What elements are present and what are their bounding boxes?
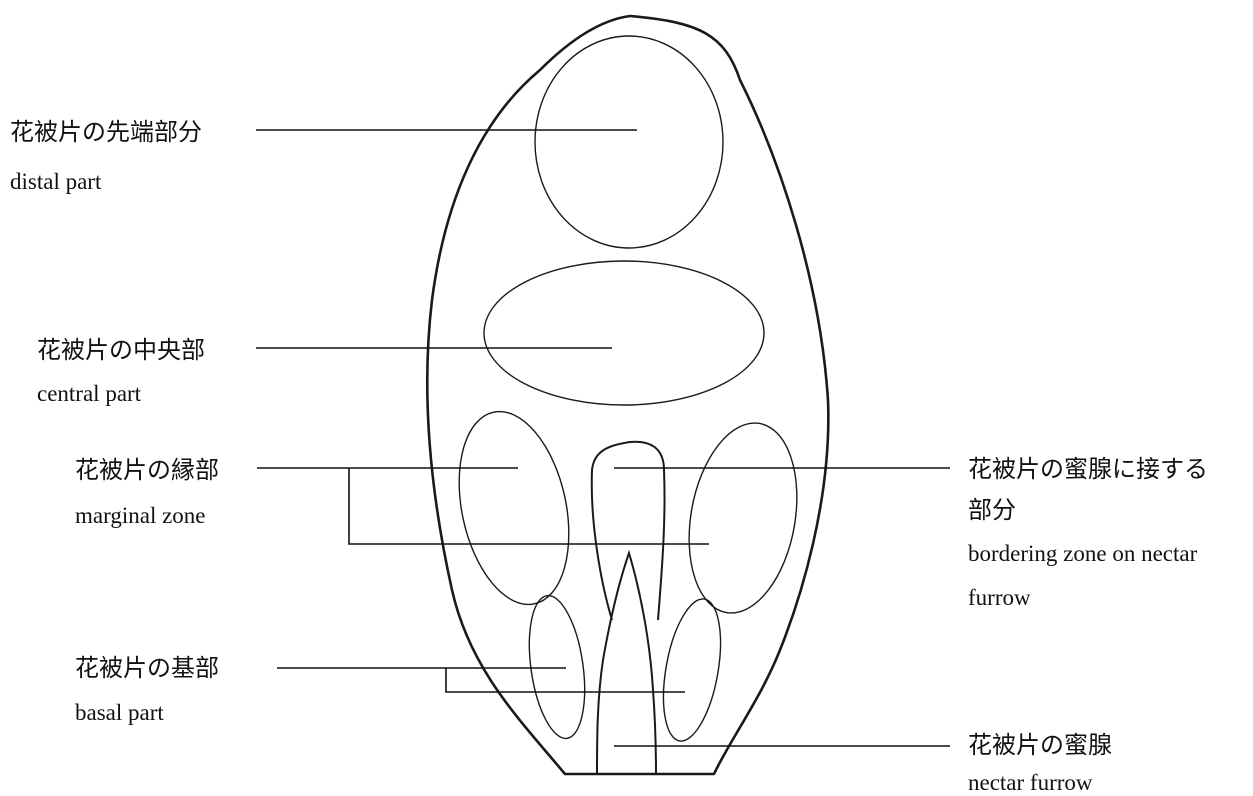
leader-marginal-branch [349,468,709,544]
nectar-label-en: nectar furrow [968,771,1093,795]
marginal-left-region [443,401,585,614]
central-label-ja: 花被片の中央部 [37,335,205,367]
basal-left-region [521,592,593,742]
bordering-label-en-2: furrow [968,582,1031,614]
marginal-label-ja: 花被片の縁部 [75,455,219,487]
central-region [484,261,764,405]
nectar-furrow-region [597,553,656,774]
basal-label-ja: 花被片の基部 [75,653,219,685]
distal-label-ja: 花被片の先端部分 [10,117,202,149]
bordering-label-en-1: bordering zone on nectar [968,538,1197,570]
marginal-label-en: marginal zone [75,500,206,532]
nectar-label-ja: 花被片の蜜腺 [968,730,1112,762]
central-label-en: central part [37,378,141,410]
basal-right-region [654,595,730,746]
leader-basal-branch [446,668,685,692]
marginal-right-region [675,414,811,621]
basal-label-en: basal part [75,697,164,729]
bordering-label-ja-1: 花被片の蜜腺に接する [968,454,1208,486]
distal-region [535,36,723,248]
distal-label-en: distal part [10,166,101,198]
bordering-label-ja-2: 部分 [968,495,1016,527]
